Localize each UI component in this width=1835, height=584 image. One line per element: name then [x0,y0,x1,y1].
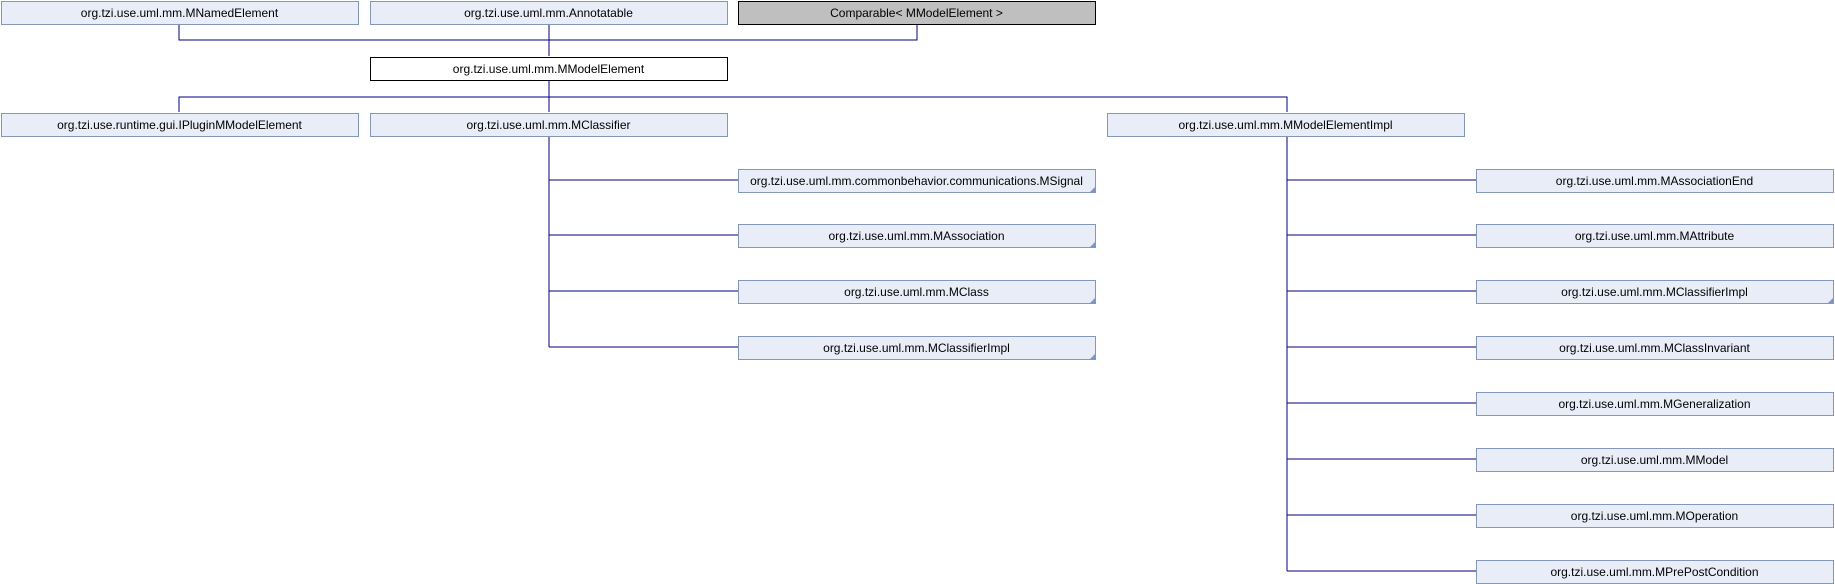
class-box-rect [1476,336,1834,360]
class-box-mattribute[interactable]: org.tzi.use.uml.mm.MAttribute [1476,224,1834,248]
class-box-label: org.tzi.use.uml.mm.MModelElement [453,62,645,76]
class-box-label: org.tzi.use.uml.mm.MModel [1581,453,1728,467]
class-box-massociationend[interactable]: org.tzi.use.uml.mm.MAssociationEnd [1476,169,1834,193]
class-box-label: org.tzi.use.uml.mm.MAssociation [828,229,1004,243]
class-box-label: org.tzi.use.uml.mm.Annotatable [464,6,633,20]
class-box-rect [738,224,1096,248]
class-box-mgeneralization[interactable]: org.tzi.use.uml.mm.MGeneralization [1476,392,1834,416]
class-box-annotatable[interactable]: org.tzi.use.uml.mm.Annotatable [370,1,728,25]
class-box-label: org.tzi.use.uml.mm.MModelElementImpl [1178,118,1392,132]
class-box-label: org.tzi.use.uml.mm.MClassInvariant [1559,341,1750,355]
class-box-mmodel[interactable]: org.tzi.use.uml.mm.MModel [1476,448,1834,472]
class-box-mclassifierimpl-left[interactable]: org.tzi.use.uml.mm.MClassifierImpl [738,336,1096,360]
class-box-label: org.tzi.use.uml.mm.MAttribute [1575,229,1735,243]
class-box-rect [1476,392,1834,416]
class-box-label: Comparable< MModelElement > [830,6,1003,20]
class-box-msignal[interactable]: org.tzi.use.uml.mm.commonbehavior.commun… [738,169,1096,193]
class-box-rect [1,113,359,137]
class-box-rect [370,1,728,25]
class-box-label: org.tzi.use.uml.mm.MPrePostCondition [1550,565,1758,579]
class-box-mclassinvariant[interactable]: org.tzi.use.uml.mm.MClassInvariant [1476,336,1834,360]
class-box-rect [1107,113,1465,137]
class-box-label: org.tzi.use.uml.mm.MNamedElement [81,6,279,20]
edge-plugin-to-model-element [178,96,1288,112]
truncation-marker-icon [1089,353,1096,360]
class-box-moperation[interactable]: org.tzi.use.uml.mm.MOperation [1476,504,1834,528]
class-box-rect [738,169,1096,193]
class-box-rect [738,336,1096,360]
class-box-label: org.tzi.use.uml.mm.MGeneralization [1558,397,1750,411]
class-box-label: org.tzi.use.uml.mm.commonbehavior.commun… [750,174,1083,188]
truncation-marker-icon [1089,241,1096,248]
truncation-marker-icon [1089,297,1096,304]
class-box-label: org.tzi.use.uml.mm.MAssociationEnd [1556,174,1753,188]
class-box-rect [1476,169,1834,193]
truncation-marker-icon [1827,297,1834,304]
class-box-label: org.tzi.use.uml.mm.MOperation [1571,509,1738,523]
class-box-comparable[interactable]: Comparable< MModelElement > [738,1,1096,25]
class-box-mclass[interactable]: org.tzi.use.uml.mm.MClass [738,280,1096,304]
edge-model-element-to-comparable [549,18,921,41]
class-box-label: org.tzi.use.uml.mm.MClass [844,285,989,299]
class-box-rect [1476,448,1834,472]
class-box-rect [1476,224,1834,248]
class-box-label: org.tzi.use.uml.mm.MClassifierImpl [1561,285,1748,299]
class-box-mnamedelement[interactable]: org.tzi.use.uml.mm.MNamedElement [1,1,359,25]
class-box-label: org.tzi.use.uml.mm.MClassifierImpl [823,341,1010,355]
class-box-label: org.tzi.use.uml.mm.MClassifier [466,118,630,132]
class-box-massociation[interactable]: org.tzi.use.uml.mm.MAssociation [738,224,1096,248]
class-box-rect [1,1,359,25]
class-box-rect [1476,504,1834,528]
class-box-mclassifier[interactable]: org.tzi.use.uml.mm.MClassifier [370,113,728,137]
truncation-marker-icon [1089,186,1096,193]
class-box-rect [370,57,728,81]
class-box-rect [738,1,1096,25]
class-box-mprepostcondition[interactable]: org.tzi.use.uml.mm.MPrePostCondition [1476,560,1834,584]
class-box-ipluginmmodelelement[interactable]: org.tzi.use.runtime.gui.IPluginMModelEle… [1,113,359,137]
class-box-rect [1476,280,1834,304]
class-box-rect [370,113,728,137]
class-box-mmodelelement: org.tzi.use.uml.mm.MModelElement [370,57,728,81]
class-box-label: org.tzi.use.runtime.gui.IPluginMModelEle… [57,118,302,132]
class-box-mmodelelementimpl[interactable]: org.tzi.use.uml.mm.MModelElementImpl [1107,113,1465,137]
class-box-rect [738,280,1096,304]
class-box-mclassifierimpl-right[interactable]: org.tzi.use.uml.mm.MClassifierImpl [1476,280,1834,304]
edge-model-element-to-named-element [175,18,550,56]
